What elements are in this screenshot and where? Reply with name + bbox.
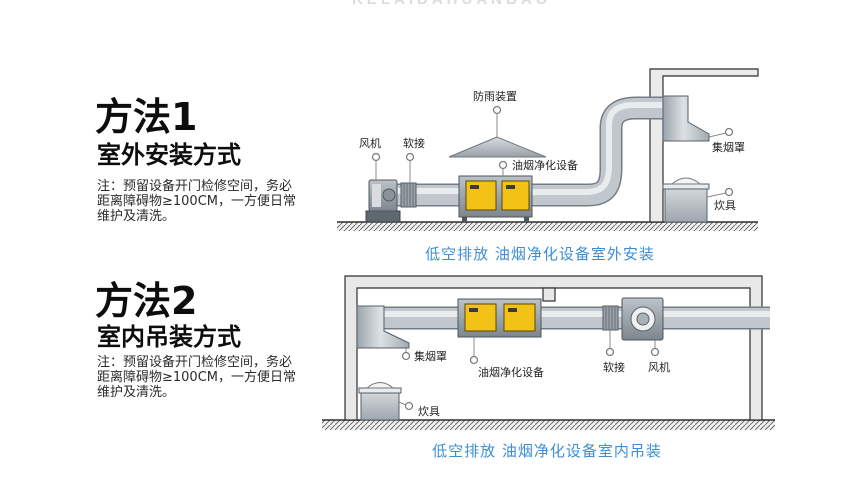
label-text: 风机: [648, 360, 670, 374]
pin-marker: [724, 187, 734, 197]
label-text: 软接: [603, 360, 625, 374]
wok: [365, 382, 395, 389]
label-text: 油烟净化设备: [478, 365, 544, 379]
method1-note-line: 注：预留设备开门检修空间，务必: [97, 179, 293, 194]
method2-subtitle: 室内吊装方式: [97, 323, 241, 351]
ground: [337, 222, 758, 231]
duct-highlight: [530, 102, 662, 195]
purifier: [457, 298, 542, 338]
method2-note: 注：预留设备开门检修空间，务必 距离障碍物≥100CM，一方便日常 维护及清洗。: [97, 355, 312, 400]
purifier: [458, 175, 533, 222]
pin-marker: [492, 105, 502, 115]
duct-main: [357, 306, 770, 330]
leader-line: [398, 401, 406, 406]
pin-marker: [404, 401, 414, 411]
leader-line: [708, 132, 727, 138]
pin-marker: [371, 152, 381, 162]
label-text: 油烟净化设备: [512, 158, 578, 172]
door-plate: [469, 308, 478, 312]
door-plate: [508, 308, 517, 312]
method1-note-line: 维护及清洗。: [97, 209, 176, 224]
soft-joint: [400, 182, 417, 208]
pin-marker: [405, 152, 415, 162]
method1-title: 方法1: [95, 95, 198, 139]
duct-outline: [530, 96, 664, 207]
method2-note-line: 注：预留设备开门检修空间，务必: [97, 355, 293, 370]
label-text: 防雨装置: [473, 89, 517, 103]
purifier-door-right: [503, 303, 536, 332]
method1-note: 注：预留设备开门检修空间，务必 距离障碍物≥100CM，一方便日常 维护及清洗。: [97, 179, 312, 224]
soft-joint-ribs: [605, 306, 616, 330]
method1-note-line: 距离障碍物≥100CM，一方便日常: [97, 194, 296, 209]
label-soft-joint: 软接: [603, 330, 625, 374]
pin-marker: [650, 347, 660, 357]
soft-joint-ribs: [403, 183, 414, 207]
duct-purifier-to-hood: [530, 96, 664, 207]
exhaust-hood: [662, 95, 710, 142]
rain-cover: [448, 136, 547, 158]
method2-note-line: 维护及清洗。: [97, 385, 176, 400]
ceiling-beam: [542, 287, 556, 302]
door-plate: [506, 185, 515, 189]
building-wall: [649, 68, 759, 223]
fan-face: [372, 184, 381, 207]
room-frame: [344, 275, 763, 421]
label-hood: 集烟罩: [708, 127, 745, 154]
stove-top: [662, 183, 710, 190]
label-text: 炊具: [418, 405, 440, 418]
indoor-installation-diagram: 集烟罩 油烟净化设备 软接 风机 炊具: [322, 275, 775, 430]
pin-marker: [401, 351, 411, 361]
soft-joint-body: [400, 182, 417, 208]
soft-joint-body: [602, 305, 619, 331]
door-plate: [470, 185, 479, 189]
label-fan: 风机: [359, 136, 381, 180]
fan: [365, 179, 401, 223]
label-soft-joint: 软接: [403, 136, 425, 183]
label-hood: 集烟罩: [401, 348, 447, 363]
label-rain-cover: 防雨装置: [473, 89, 517, 137]
pin-marker: [605, 347, 615, 357]
outdoor-installation-diagram: 防雨装置 风机 软接 油烟净化设备 集烟罩 炊具: [337, 68, 759, 231]
stove-cabinet: [664, 187, 708, 223]
label-text: 风机: [359, 136, 381, 150]
label-text: 集烟罩: [414, 349, 447, 363]
method1-caption: 低空排放 油烟净化设备室外安装: [425, 245, 655, 263]
purifier-leg: [462, 217, 467, 222]
label-stove: 炊具: [706, 187, 736, 212]
label-purifier: 油烟净化设备: [498, 158, 578, 176]
label-fan: 风机: [648, 340, 670, 374]
fan-motor: [382, 188, 396, 202]
method2-note-line: 距离障碍物≥100CM，一方便日常: [97, 370, 296, 385]
pin-marker: [724, 127, 734, 137]
stove-cabinet: [360, 391, 400, 421]
fan-hub: [636, 312, 650, 326]
method2-title: 方法2: [95, 279, 198, 323]
label-text: 炊具: [714, 199, 736, 212]
wok: [670, 177, 702, 185]
purifier-leg: [524, 217, 529, 222]
label-purifier: 油烟净化设备: [469, 337, 544, 379]
exhaust-hood: [356, 305, 410, 349]
stove: [358, 382, 402, 421]
fan: [621, 297, 664, 341]
fan-base: [365, 210, 401, 223]
label-stove: 炊具: [398, 401, 440, 418]
soft-joint: [602, 305, 619, 331]
label-text: 集烟罩: [712, 140, 745, 154]
pin-marker: [469, 355, 479, 365]
floor: [322, 420, 775, 430]
label-text: 软接: [403, 136, 425, 150]
pin-marker: [498, 160, 508, 170]
method2-caption: 低空排放 油烟净化设备室内吊装: [432, 442, 662, 460]
leader-line: [706, 192, 727, 198]
brand-watermark: KELAIDAHUANBAO: [352, 0, 551, 8]
stove-top: [358, 387, 402, 394]
method1-subtitle: 室外安装方式: [97, 141, 241, 169]
stove: [662, 177, 710, 223]
